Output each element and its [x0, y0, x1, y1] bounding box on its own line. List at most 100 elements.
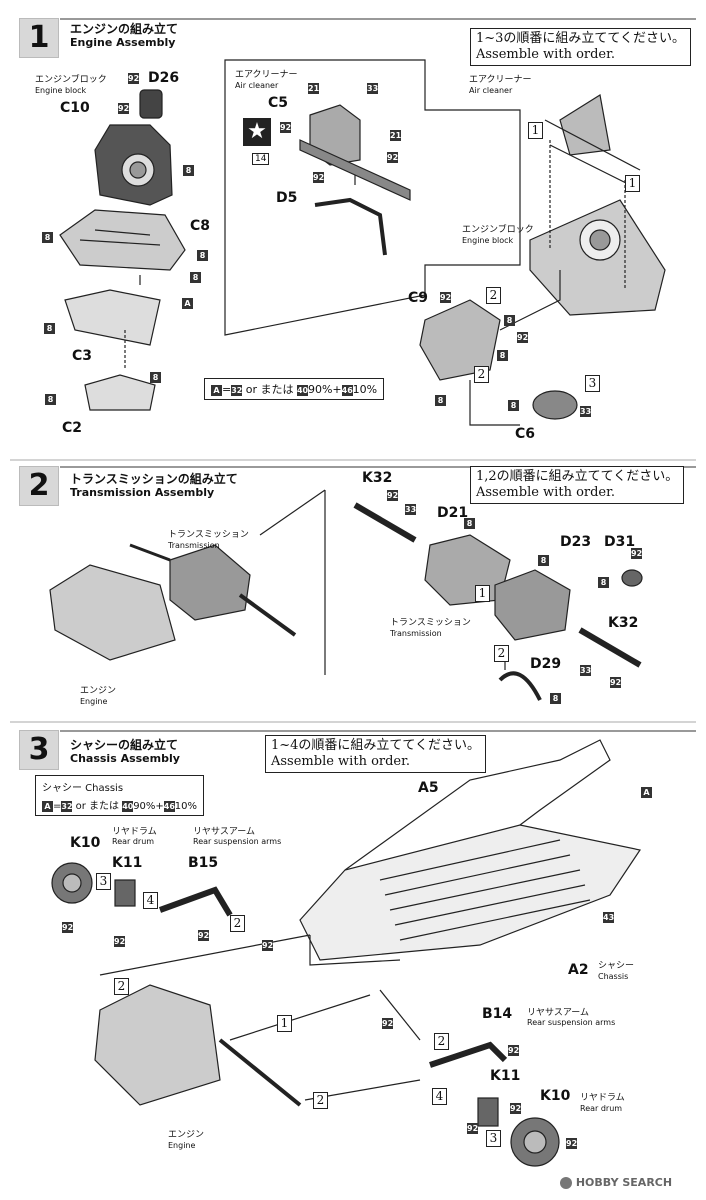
paint-code: 8 — [197, 250, 208, 261]
paint-code: 33 — [580, 665, 592, 676]
part-code-k32-2: K32 — [608, 615, 639, 631]
engine-label-en-2: Engine — [168, 1141, 196, 1150]
order-note: 1~3の順番に組み立ててください。 Assemble with order. — [470, 28, 692, 66]
part-code-k10: K10 — [70, 835, 101, 851]
part-code-k10-2: K10 — [540, 1088, 571, 1104]
b15-arm — [158, 886, 233, 917]
step-title-jp: トランスミッションの組み立て — [70, 472, 238, 486]
paint-code: 92 — [280, 122, 292, 133]
part-code-a5: A5 — [418, 780, 439, 796]
d23-part — [494, 569, 571, 641]
paint-pct10: 10% — [174, 801, 198, 812]
paint-eq: = — [53, 801, 62, 812]
part-code-a2: A2 — [568, 962, 589, 978]
part-code-k11-2: K11 — [490, 1068, 521, 1084]
d29-part — [498, 671, 542, 701]
rear-susp-label-en: Rear suspension arms — [193, 837, 282, 846]
k11-left — [114, 879, 136, 907]
paint-code: 92 — [440, 292, 452, 303]
d5-part — [314, 197, 387, 256]
air-cleaner-c5 — [299, 104, 411, 201]
rear-susp-label-en-2: Rear suspension arms — [527, 1018, 616, 1027]
rear-susp-label-jp: リヤサスアーム — [193, 827, 256, 837]
order-note-jp: 1~3の順番に組み立ててください。 — [476, 31, 686, 46]
paint-code: 8 — [508, 400, 519, 411]
paint-pct90: 90%+ — [133, 801, 164, 812]
d31-part — [621, 569, 643, 587]
paint-code-a: A — [641, 787, 652, 798]
paint-code-40: 40 — [296, 384, 309, 396]
star-icon: ★ — [243, 118, 271, 146]
paint-code: 92 — [566, 1138, 578, 1149]
step-title-jp: シャシーの組み立て — [70, 738, 179, 752]
order-mark-2: 2 — [434, 1033, 449, 1050]
paint-code: 92 — [387, 490, 399, 501]
paint-code-32: 32 — [231, 384, 243, 396]
paint-code: 92 — [262, 940, 274, 951]
order-mark-4: 4 — [143, 892, 158, 909]
order-mark-4: 4 — [432, 1088, 447, 1105]
order-mark-2: 2 — [313, 1092, 328, 1109]
order-note: 1,2の順番に組み立ててください。 Assemble with order. — [470, 466, 685, 504]
paint-code: 8 — [435, 395, 446, 406]
paint-code: 21 — [308, 83, 320, 94]
engine-block-label-jp-2: エンジンブロック — [462, 225, 534, 235]
paint-code: 21 — [390, 130, 402, 141]
paint-code: 8 — [183, 165, 194, 176]
step1-inset-frame — [224, 59, 521, 336]
paint-code: 92 — [610, 677, 622, 688]
paint-code: 8 — [538, 555, 549, 566]
order-note-jp: 1,2の順番に組み立ててください。 — [476, 469, 679, 484]
part-code-k11: K11 — [112, 855, 143, 871]
part-code-c3: C3 — [72, 348, 93, 364]
order-mark-2: 2 — [494, 645, 509, 662]
order-mark-3: 3 — [486, 1130, 501, 1147]
chassis-label-en: Chassis — [598, 972, 629, 981]
part-code-d23: D23 — [560, 534, 592, 550]
part-code-d21: D21 — [437, 505, 469, 521]
paint-code-40: 40 — [122, 801, 134, 812]
step-title-en: Chassis Assembly — [70, 752, 180, 765]
paint-code: 8 — [150, 372, 161, 383]
order-mark-1: 1 — [625, 175, 640, 192]
transmission-label-en: Transmission — [168, 541, 220, 550]
watermark: HOBBY SEARCH — [560, 1176, 672, 1189]
paint-code: 92 — [387, 152, 399, 163]
paint-mix-note: A=32 or または 4090%+4610% — [204, 378, 385, 400]
step-divider — [60, 730, 696, 732]
engine-label-jp: エンジン — [80, 686, 117, 696]
paint-code: 92 — [198, 930, 210, 941]
paint-eq: = — [222, 383, 232, 396]
block-c8 — [59, 209, 186, 271]
paint-code: 8 — [504, 315, 515, 326]
step-number: 3 — [19, 730, 59, 770]
order-mark-1: 1 — [277, 1015, 292, 1032]
order-mark-1: 1 — [475, 585, 490, 602]
order-mark-2: 2 — [230, 915, 245, 932]
transmission-label-jp-2: トランスミッション — [390, 618, 471, 628]
paint-code: 8 — [45, 394, 56, 405]
paint-code-32: 32 — [61, 801, 73, 812]
engine-block-label-en: Engine block — [35, 86, 87, 95]
part-code-k32: K32 — [362, 470, 393, 486]
engine-block-c10 — [94, 124, 173, 206]
paint-code-46: 46 — [163, 801, 175, 812]
paint-code: 92 — [631, 548, 643, 559]
order-note-jp: 1~4の順番に組み立ててください。 — [271, 738, 481, 753]
d26-part — [139, 89, 163, 119]
air-cleaner-label-en: Air cleaner — [235, 81, 279, 90]
rear-drum-label-en-2: Rear drum — [580, 1104, 623, 1113]
air-cleaner-label-jp: エアクリーナー — [235, 70, 298, 80]
paint-code: 92 — [517, 332, 529, 343]
part-code-d26: D26 — [148, 70, 180, 86]
step-title-en: Engine Assembly — [70, 36, 176, 49]
paint-code: 43 — [603, 912, 615, 923]
chassis-a2 — [299, 739, 641, 961]
step-title-en: Transmission Assembly — [70, 486, 215, 499]
part-code-b15: B15 — [188, 855, 219, 871]
rear-drum-label-jp: リヤドラム — [112, 827, 157, 837]
paint-code: 8 — [464, 518, 475, 529]
engine-label-en: Engine — [80, 697, 108, 706]
paint-code: 8 — [42, 232, 53, 243]
